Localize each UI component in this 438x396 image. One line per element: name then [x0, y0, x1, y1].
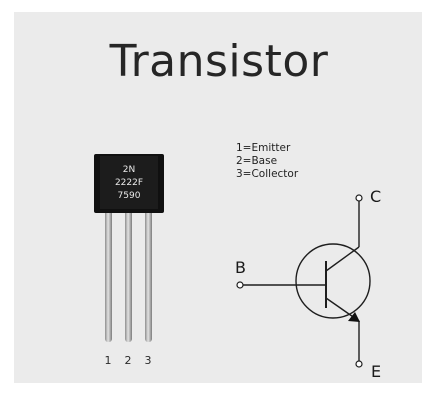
transistor-package: 2N 2222F 7590 — [94, 154, 164, 213]
pin-number-2: 2 — [125, 354, 132, 367]
package-legs — [105, 210, 152, 342]
leg-1 — [105, 210, 112, 342]
collector-terminal — [355, 194, 363, 202]
legend-item-collector: 3=Collector — [236, 168, 299, 180]
legend-item-base: 2=Base — [236, 155, 278, 167]
package-marking-line1: 2N — [123, 165, 135, 175]
collector-label: C — [370, 187, 381, 206]
pin-number-3: 3 — [145, 354, 152, 367]
pin-legend: 1=Emitter 2=Base 3=Collector — [236, 142, 298, 181]
npn-symbol — [243, 201, 371, 361]
legend-item-emitter: 1=Emitter — [236, 142, 291, 154]
collector-diagonal — [325, 246, 360, 272]
emitter-arrow — [348, 312, 360, 322]
package-marking-line3: 7590 — [118, 191, 141, 201]
pin-number-1: 1 — [105, 354, 112, 367]
base-terminal — [236, 281, 244, 289]
base-label: B — [235, 258, 246, 277]
emitter-terminal — [355, 360, 363, 368]
leg-3 — [145, 210, 152, 342]
symbol-envelope-circle — [295, 243, 371, 319]
page-title: Transistor — [109, 36, 329, 87]
package-marking-line2: 2222F — [115, 178, 143, 188]
emitter-label: E — [371, 362, 381, 381]
leg-2 — [125, 210, 132, 342]
